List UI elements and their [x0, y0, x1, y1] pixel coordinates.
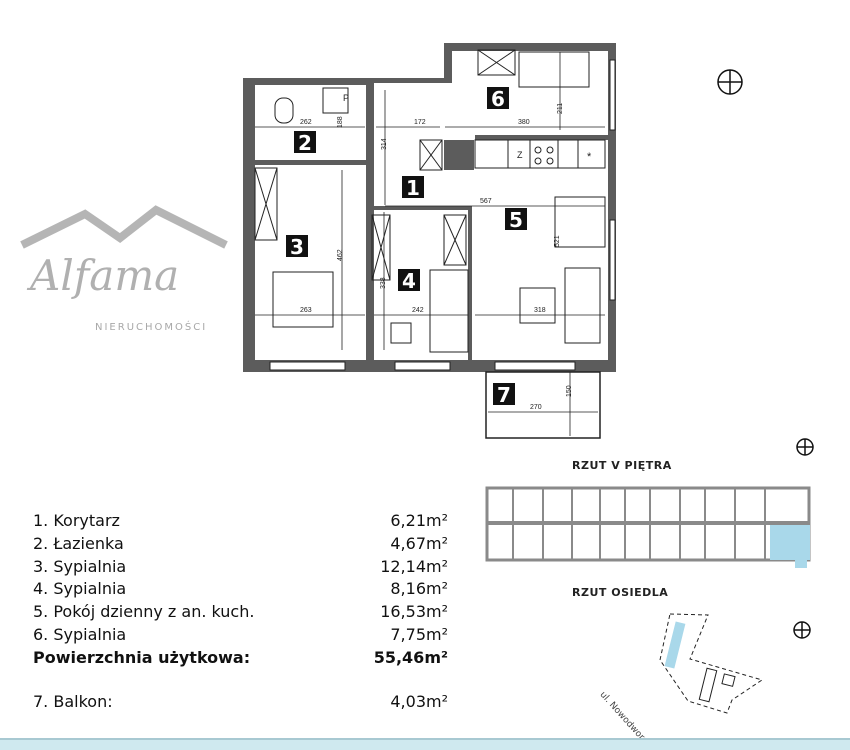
room-name: 5. Pokój dzienny z an. kuch. [33, 602, 255, 622]
room-area: 4,67m² [390, 533, 448, 553]
room-name: 4. Sypialnia [33, 579, 127, 599]
balcony-area: 4,03m² [390, 691, 448, 711]
dimension-label: 567 [480, 198, 492, 205]
dimension-label: 521 [554, 235, 561, 247]
room-name: 6. Sypialnia [33, 624, 127, 644]
keyplan-title: RZUT V PIĘTRA [572, 459, 672, 472]
room-label-1: 1 [406, 176, 420, 200]
balcony-label: 7. Balkon: [33, 691, 113, 711]
highlighted-apartment [770, 525, 810, 560]
room-area: 16,53m² [380, 602, 448, 622]
dimension-label: 188 [337, 116, 344, 128]
room-label-6: 6 [491, 87, 505, 111]
dimension-label: 172 [414, 119, 426, 126]
kitchen-counter [474, 139, 606, 169]
total-area: 55,46m² [373, 647, 448, 667]
dimension-label: 314 [381, 138, 388, 150]
dimension-lines [255, 52, 605, 436]
windows [269, 59, 616, 371]
room-label-5: 5 [509, 208, 523, 232]
fridge-label: Z [517, 150, 523, 160]
dimension-label: 211 [557, 103, 564, 114]
dimension-label: 262 [300, 119, 312, 126]
dimension-labels: 262 188 172 314 380 211 567 462 263 338 … [300, 103, 573, 411]
svg-text:NIERUCHOMOŚCI: NIERUCHOMOŚCI [95, 320, 207, 333]
room-label-3: 3 [290, 235, 304, 259]
footer-band [0, 738, 850, 750]
legend-row: 2. Łazienka 4,67m² [33, 533, 448, 556]
area-legend: 1. Korytarz 6,21m² 2. Łazienka 4,67m² 3. S… [33, 510, 448, 713]
legend-balcony-row: 7. Balkon: 4,03m² [33, 691, 448, 714]
dimension-label: 242 [412, 307, 424, 314]
dimension-label: 338 [380, 277, 387, 289]
room-name: 3. Sypialnia [33, 556, 127, 576]
room-area: 6,21m² [390, 511, 448, 530]
dimension-label: 318 [534, 307, 546, 314]
keyplan-drawing [485, 486, 811, 568]
room-area: 8,16m² [390, 579, 448, 599]
dimension-label: 462 [337, 249, 344, 261]
legend-total-row: Powierzchnia użytkowa: 55,46m² [33, 647, 448, 670]
legend-row: 4. Sypialnia 8,16m² [33, 578, 448, 601]
compass-icon [796, 438, 814, 456]
room-label-4: 4 [402, 269, 416, 293]
room-name: 2. Łazienka [33, 533, 124, 553]
fridge-star-label: * [587, 151, 592, 163]
balcony-outline [485, 371, 601, 439]
room-label-2: 2 [298, 131, 312, 155]
washer-label: P [343, 93, 349, 103]
room-area: 7,75m² [390, 624, 448, 644]
legend-row: 6. Sypialnia 7,75m² [33, 624, 448, 647]
furniture [254, 49, 606, 353]
siteplan-title: RZUT OSIEDLA [572, 586, 669, 599]
total-label: Powierzchnia użytkowa: [33, 647, 251, 667]
room-name: 1. Korytarz [33, 511, 120, 530]
siteplan-drawing [659, 613, 764, 714]
dimension-label: 263 [300, 307, 312, 314]
svg-text:Alfama: Alfama [26, 251, 179, 300]
legend-row: 5. Pokój dzienny z an. kuch. 16,53m² [33, 601, 448, 624]
room-area: 12,14m² [380, 556, 448, 576]
legend-row: 3. Sypialnia 12,14m² [33, 556, 448, 579]
dimension-label: 150 [566, 385, 573, 397]
compass-icon [717, 69, 743, 95]
legend-row: 1. Korytarz 6,21m² [33, 510, 448, 533]
compass-icon [793, 621, 811, 639]
dimension-label: 270 [530, 404, 542, 411]
room-label-7: 7 [497, 383, 511, 407]
alfama-logo-watermark: Alfama NIERUCHOMOŚCI [20, 205, 228, 333]
dimension-label: 380 [518, 119, 530, 126]
room-labels: 1 2 3 4 5 6 7 [286, 87, 527, 407]
